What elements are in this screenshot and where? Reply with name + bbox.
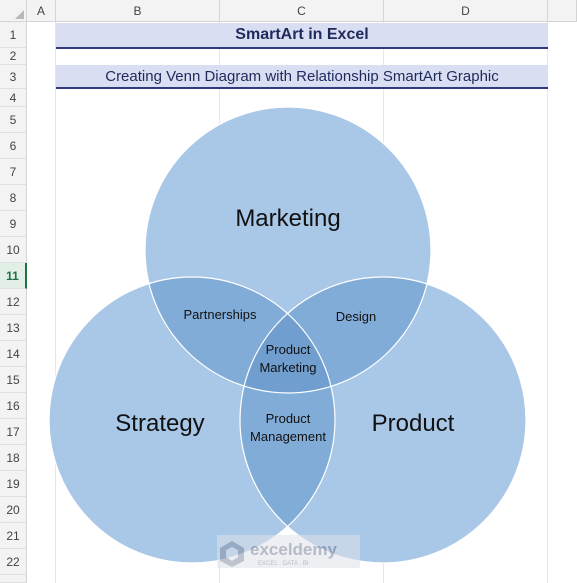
row-header-21[interactable]: 21 — [0, 523, 27, 549]
label-center-line2: Marketing — [259, 360, 316, 375]
row-header-7[interactable]: 7 — [0, 159, 27, 185]
row-header-8[interactable]: 8 — [0, 185, 27, 211]
column-header-d[interactable]: D — [384, 0, 548, 22]
row-header-22[interactable]: 22 — [0, 549, 27, 575]
row-header-9[interactable]: 9 — [0, 211, 27, 237]
venn-overlap-center — [240, 277, 335, 393]
watermark-tagline: EXCEL · DATA · BI — [258, 561, 309, 567]
row-header-3[interactable]: 3 — [0, 65, 27, 89]
sheet-subtitle[interactable]: Creating Venn Diagram with Relationship … — [56, 65, 548, 89]
exceldemy-watermark: exceldemy EXCEL · DATA · BI — [217, 535, 360, 568]
outline — [48, 276, 336, 564]
row-header-20[interactable]: 20 — [0, 497, 27, 523]
column-header-b[interactable]: B — [56, 0, 220, 22]
label-management-line1: Product — [266, 411, 311, 426]
row-header-14[interactable]: 14 — [0, 341, 27, 367]
label-partnerships: Partnerships — [184, 307, 257, 322]
row-header-6[interactable]: 6 — [0, 133, 27, 159]
sheet-title[interactable]: SmartArt in Excel — [56, 23, 548, 49]
row-header-16[interactable]: 16 — [0, 393, 27, 419]
select-all-corner[interactable] — [0, 0, 27, 22]
column-header-c[interactable]: C — [220, 0, 384, 22]
watermark-name: exceldemy — [250, 540, 337, 559]
row-header-1[interactable]: 1 — [0, 22, 27, 48]
outline — [239, 276, 527, 564]
label-center-line1: Product — [266, 342, 311, 357]
label-marketing: Marketing — [235, 205, 340, 232]
row-header-19[interactable]: 19 — [0, 471, 27, 497]
row-header-11[interactable]: 11 — [0, 263, 27, 289]
row-header-4[interactable]: 4 — [0, 89, 27, 107]
gridline — [55, 22, 56, 583]
label-product: Product — [372, 410, 455, 437]
label-design: Design — [336, 309, 376, 324]
row-header-2[interactable]: 2 — [0, 48, 27, 65]
label-management-line2: Management — [250, 429, 326, 444]
row-header-15[interactable]: 15 — [0, 367, 27, 393]
outline — [144, 106, 432, 394]
row-header-10[interactable]: 10 — [0, 237, 27, 263]
row-header-12[interactable]: 12 — [0, 289, 27, 315]
row-header-5[interactable]: 5 — [0, 107, 27, 133]
row-header-18[interactable]: 18 — [0, 445, 27, 471]
row-header-17[interactable]: 17 — [0, 419, 27, 445]
row-header-13[interactable]: 13 — [0, 315, 27, 341]
label-strategy: Strategy — [115, 410, 204, 437]
exceldemy-logo-icon — [220, 541, 244, 567]
column-header-a[interactable]: A — [27, 0, 56, 22]
gridline — [547, 22, 548, 583]
